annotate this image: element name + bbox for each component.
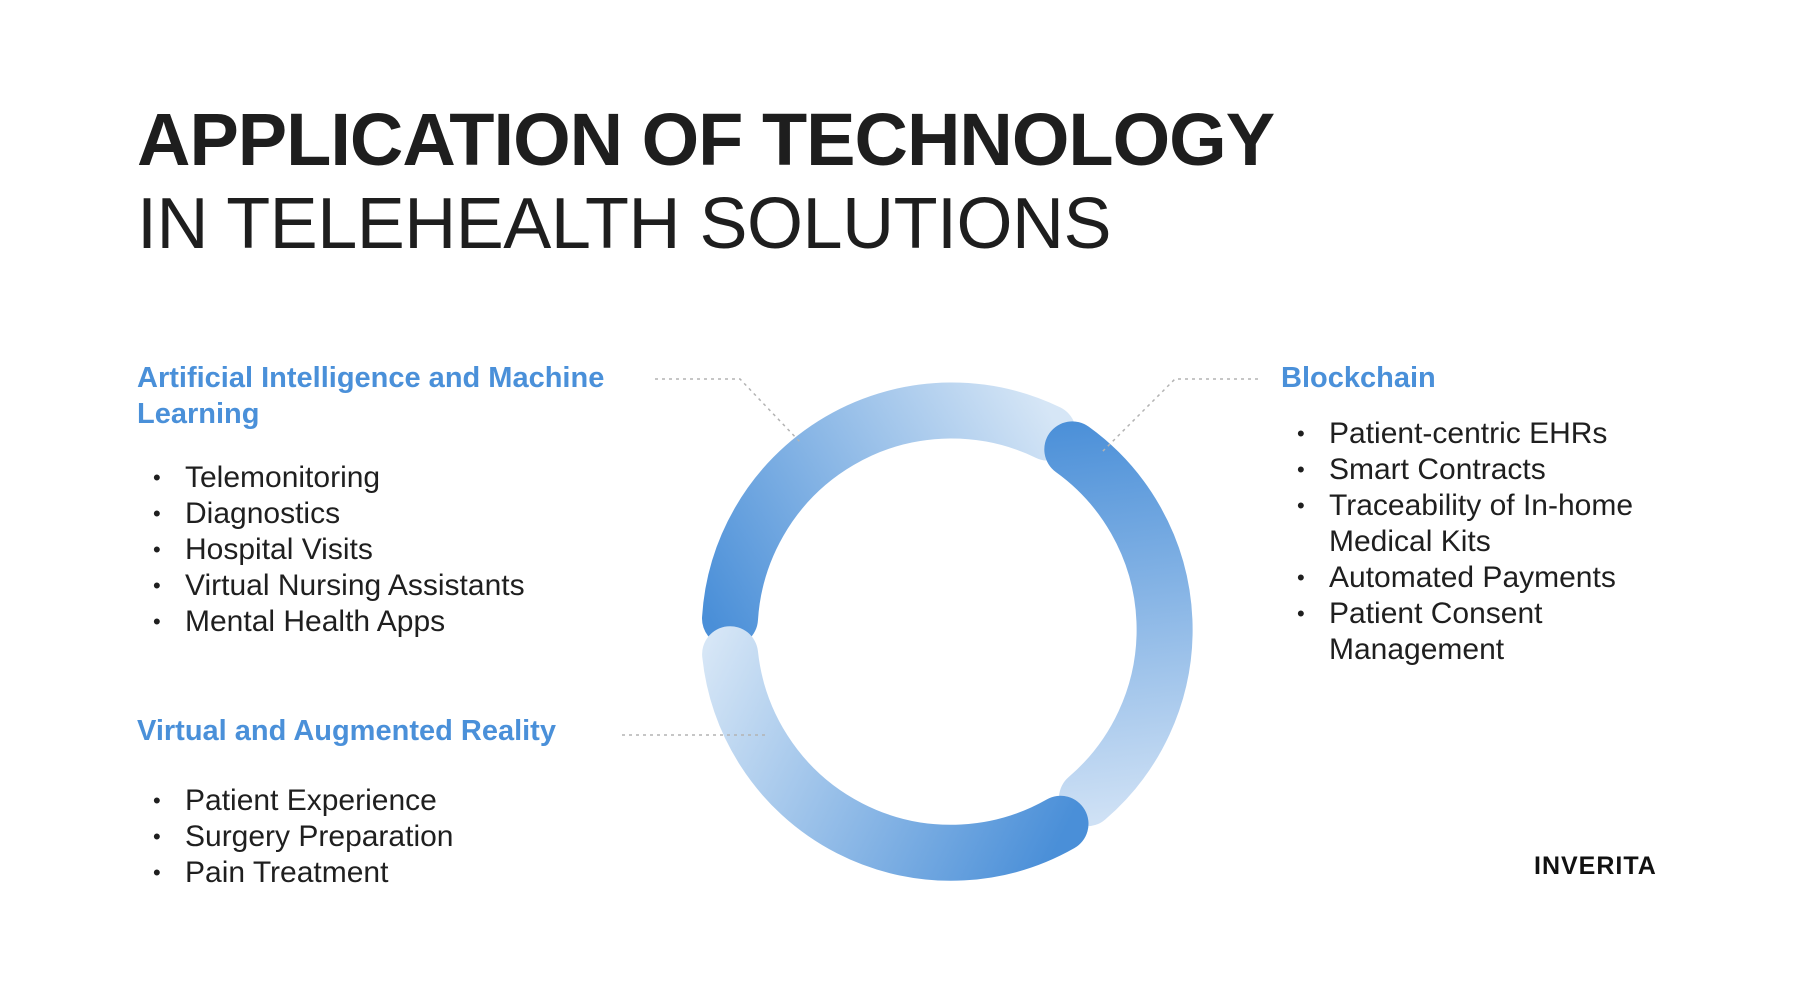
ring-segment-blockchain [1044,421,1193,827]
section-vr-ar: Virtual and Augmented Reality Patient Ex… [137,713,657,891]
inverita-logo: INVERITA [1534,852,1657,880]
section-ai-ml: Artificial Intelligence and Machine Lear… [137,360,657,640]
list-item: Patient Consent Management [1281,596,1701,668]
section-blockchain: Blockchain Patient-centric EHRs Smart Co… [1281,360,1701,668]
vr-ar-list: Patient Experience Surgery Preparation P… [137,783,657,891]
list-item: Telemonitoring [137,460,657,496]
list-item: Patient Experience [137,783,657,819]
list-item: Surgery Preparation [137,819,657,855]
list-item: Smart Contracts [1281,452,1701,488]
section-heading-vr-ar: Virtual and Augmented Reality [137,715,556,747]
list-item: Pain Treatment [137,855,657,891]
title-line-2: IN TELEHEALTH SOLUTIONS [137,184,1112,264]
list-item: Hospital Visits [137,532,657,568]
connector-ai [655,378,801,443]
connector-blockchain [1100,378,1258,454]
title-line-1: APPLICATION OF TECHNOLOGY [137,98,1275,181]
section-heading-blockchain: Blockchain [1281,362,1436,394]
list-item: Mental Health Apps [137,604,657,640]
blockchain-list: Patient-centric EHRs Smart Contracts Tra… [1281,416,1701,668]
list-item: Diagnostics [137,496,657,532]
ring-segment-ai [702,382,1077,647]
list-item: Traceability of In-home Medical Kits [1281,488,1701,560]
section-heading-ai-ml: Artificial Intelligence and Machine Lear… [137,362,605,430]
ring-segment-vr [702,626,1089,881]
ai-ml-list: Telemonitoring Diagnostics Hospital Visi… [137,460,657,640]
list-item: Virtual Nursing Assistants [137,568,657,604]
list-item: Patient-centric EHRs [1281,416,1701,452]
list-item: Automated Payments [1281,560,1701,596]
